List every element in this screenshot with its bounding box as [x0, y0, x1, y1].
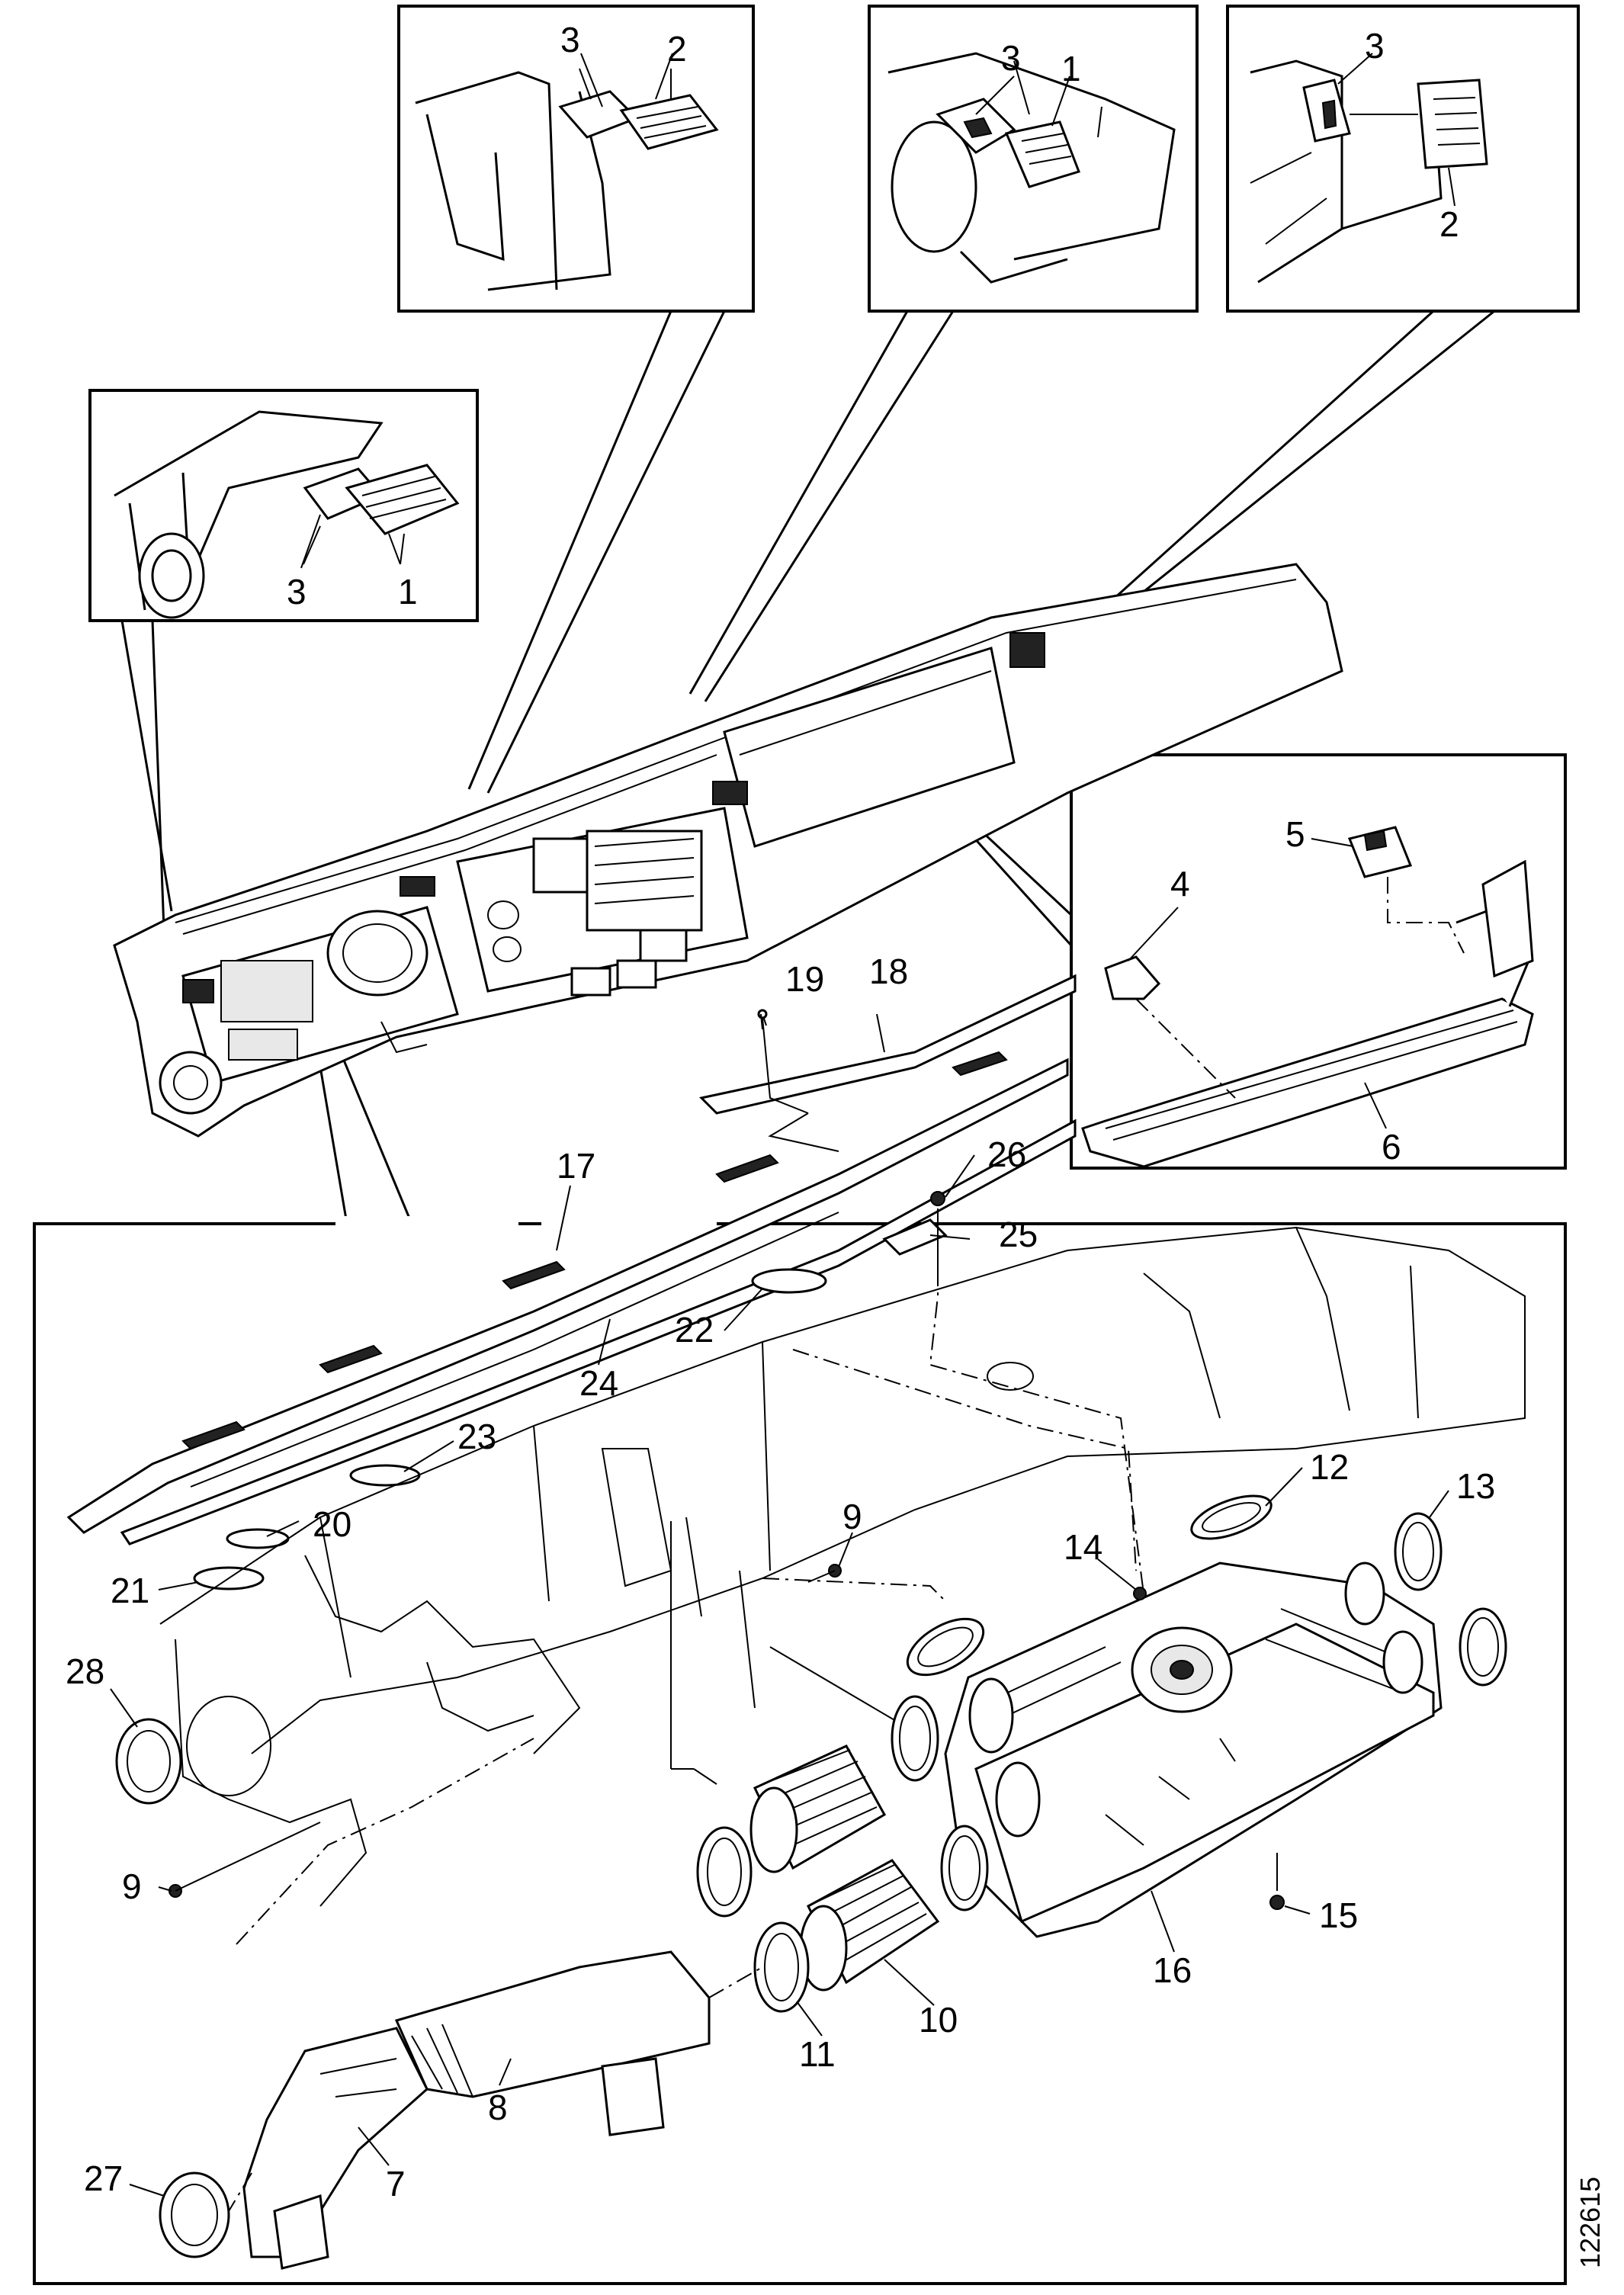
inset-leader-lines [120, 310, 1495, 1225]
callout-inset2-2: 2 [667, 29, 687, 69]
inset-left-vent [88, 389, 479, 622]
callout-inset5-4: 4 [1170, 864, 1190, 904]
air-ducts [228, 1950, 763, 2270]
callout-part-19: 19 [785, 959, 824, 999]
inset-right-glovebox-vent [1070, 753, 1567, 1170]
callout-part-16: 16 [1153, 1950, 1192, 1990]
callout-inset1-3: 3 [287, 572, 307, 611]
callout-part-27: 27 [84, 2159, 123, 2198]
top-trim-panels [66, 974, 1077, 1546]
callout-part-7: 7 [386, 2164, 406, 2204]
inset-top-right-vent [1226, 5, 1580, 313]
callout-part-26: 26 [987, 1135, 1026, 1174]
callout-part-13: 13 [1456, 1466, 1495, 1506]
callout-inset4-2: 2 [1439, 204, 1459, 244]
callout-part-22: 22 [675, 1310, 714, 1350]
callout-inset2-3: 3 [560, 20, 580, 59]
callout-part-23: 23 [457, 1417, 496, 1456]
callout-inset3-1: 1 [1061, 49, 1081, 88]
callout-labels: 3 1 3 2 3 1 3 2 5 4 6 19 18 17 26 25 22 … [66, 20, 1495, 2204]
callout-inset5-5: 5 [1285, 814, 1305, 854]
callout-part-20: 20 [313, 1504, 351, 1544]
climate-unit [944, 1562, 1443, 1938]
figure-reference-number: 122615 [1574, 2177, 1606, 2268]
callout-inset1-1: 1 [398, 572, 418, 611]
cab-structure-outline [159, 1226, 1526, 1945]
callout-part-9a: 9 [842, 1497, 862, 1536]
callout-part-9b: 9 [122, 1866, 142, 1906]
seals-and-bellows [115, 1494, 1507, 2258]
callout-part-17: 17 [557, 1146, 595, 1186]
inset-top-center-vent [868, 5, 1199, 313]
callout-inset3-3: 3 [1001, 38, 1021, 78]
callout-part-12: 12 [1310, 1447, 1349, 1487]
callout-part-11: 11 [799, 2034, 836, 2074]
callout-inset4-3: 3 [1365, 26, 1385, 66]
callout-part-8: 8 [488, 2088, 508, 2127]
callout-part-14: 14 [1064, 1527, 1102, 1567]
callout-part-21: 21 [111, 1571, 149, 1610]
dashboard-assembly [113, 563, 1343, 1138]
callout-part-25: 25 [999, 1215, 1038, 1254]
inset-top-left-vent [397, 5, 755, 313]
callout-part-15: 15 [1319, 1895, 1358, 1935]
callout-part-24: 24 [579, 1363, 618, 1403]
callout-inset5-6: 6 [1382, 1127, 1401, 1167]
callout-part-18: 18 [869, 952, 908, 991]
fasteners [168, 1564, 1285, 1910]
callout-part-28: 28 [66, 1651, 104, 1691]
callout-leaders [110, 53, 1456, 2197]
callout-part-10: 10 [919, 2000, 958, 2040]
